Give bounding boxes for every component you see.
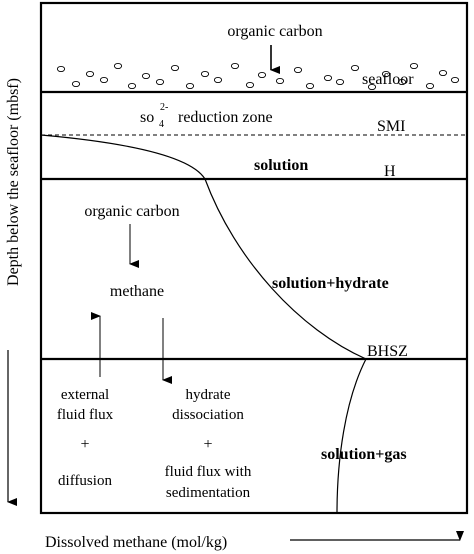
- sediment-grain: [127, 82, 137, 90]
- sediment-grain: [275, 77, 285, 85]
- sediment-grain: [200, 70, 210, 78]
- sediment-grain: [367, 83, 377, 91]
- sediment-grain: [293, 66, 303, 74]
- sediment-grain: [335, 78, 345, 86]
- hydrate-solubility-curve: [40, 134, 367, 360]
- sediment-grain: [113, 62, 123, 70]
- sediment-grain: [350, 64, 360, 72]
- sediment-grain: [450, 76, 460, 84]
- smi-label: SMI: [377, 118, 405, 135]
- right-plus: +: [203, 436, 212, 453]
- sediment-grain: [71, 80, 81, 88]
- gas-solubility-curve: [336, 358, 367, 514]
- sulfate-zone-rest: reduction zone: [174, 109, 273, 126]
- sediment-grain: [438, 69, 448, 77]
- left-plus: +: [80, 436, 89, 453]
- mid-organic-carbon-label: organic carbon: [84, 203, 179, 220]
- top-organic-carbon-label: organic carbon: [227, 23, 322, 40]
- sediment-grain: [141, 72, 151, 80]
- hydrate-dissociation-line1: hydrate: [186, 387, 231, 403]
- sediment-grain: [213, 76, 223, 84]
- sediment-grain: [99, 76, 109, 84]
- x-axis-label: Dissolved methane (mol/kg): [45, 534, 227, 551]
- sediment-grain: [185, 82, 195, 90]
- solution-zone-label: solution: [254, 157, 308, 174]
- sediment-grain: [230, 62, 240, 70]
- sediment-grain: [381, 70, 391, 78]
- y-axis-label: Depth below the seafloor (mbsf): [5, 78, 22, 286]
- hydrate-dissociation-line2: dissociation: [172, 407, 244, 423]
- sediment-grain: [170, 64, 180, 72]
- sediment-grains: [56, 62, 460, 91]
- fluid-flux-label: fluid flux: [57, 407, 114, 423]
- h-label: H: [384, 163, 396, 180]
- sediment-grain: [425, 82, 435, 90]
- bhsz-label: BHSZ: [367, 343, 408, 360]
- sediment-grain: [155, 78, 165, 86]
- sulfate-zone-sup: 2-: [160, 102, 168, 113]
- hydrate-zone-label: solution+hydrate: [272, 275, 389, 292]
- sulfate-zone-so: so: [140, 109, 154, 126]
- sulfate-zone-sub: 4: [159, 119, 164, 130]
- sediment-grain: [409, 62, 419, 70]
- sediment-grain: [323, 74, 333, 82]
- methane-label: methane: [110, 283, 164, 300]
- sediment-grain: [305, 82, 315, 90]
- sediment-grain: [245, 81, 255, 89]
- external-label: external: [61, 387, 109, 403]
- sedimentation-line2: sedimentation: [166, 485, 251, 501]
- sediment-grain: [85, 70, 95, 78]
- diagram-frame: [39, 1, 469, 515]
- sedimentation-line1: fluid flux with: [165, 464, 252, 480]
- sediment-grain: [56, 65, 66, 73]
- sediment-grain: [397, 78, 407, 86]
- diffusion-label: diffusion: [58, 473, 112, 489]
- seafloor-label: seafloor: [362, 71, 414, 88]
- sediment-grain: [257, 71, 267, 79]
- gas-zone-label: solution+gas: [321, 446, 407, 463]
